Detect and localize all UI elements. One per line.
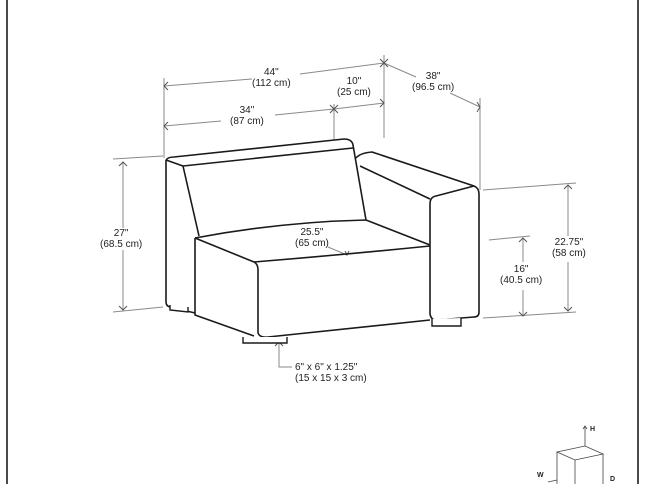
seat-width-label: 34" (87 cm): [230, 105, 264, 127]
arm-height-label: 22.75" (58 cm): [552, 237, 586, 259]
arm-height-imperial: 22.75": [554, 237, 584, 248]
axis-cube-icon: [547, 425, 605, 484]
arm-width-metric: (25 cm): [337, 87, 371, 98]
arm-width-imperial: 10": [346, 76, 362, 87]
seat-depth-label: 25.5" (65 cm): [295, 227, 329, 249]
seat-width-metric: (87 cm): [230, 116, 264, 127]
seat-width-imperial: 34": [239, 105, 255, 116]
dimension-arrows: [118, 58, 573, 347]
depth-label: 38" (96.5 cm): [412, 71, 454, 93]
depth-imperial: 38": [425, 71, 441, 82]
overall-width-label: 44" (112 cm): [252, 67, 291, 89]
sofa-outline: [165, 138, 480, 338]
frame-border-right: [637, 0, 639, 484]
overall-width-metric: (112 cm): [252, 78, 291, 89]
height-metric: (68.5 cm): [100, 239, 143, 250]
height-imperial: 27": [113, 228, 129, 239]
seat-depth-imperial: 25.5": [300, 227, 324, 238]
sofa-legs: [169, 305, 462, 344]
overall-width-imperial: 44": [264, 67, 279, 78]
axis-label-h: H: [590, 426, 596, 433]
leg-size-metric: (15 x 15 x 3 cm): [295, 373, 367, 384]
axis-label-d: D: [610, 476, 616, 483]
seat-height-label: 16" (40.5 cm): [500, 264, 542, 286]
arm-width-label: 10" (25 cm): [337, 76, 371, 98]
arm-height-metric: (58 cm): [552, 248, 586, 259]
seat-depth-metric: (65 cm): [295, 238, 329, 249]
seat-height-metric: (40.5 cm): [500, 275, 543, 286]
leg-size-imperial: 6" x 6" x 1.25": [295, 362, 358, 373]
seat-height-imperial: 16": [513, 264, 529, 275]
depth-metric: (96.5 cm): [412, 82, 455, 93]
frame-border-left: [6, 0, 8, 484]
leg-size-label: 6" x 6" x 1.25" (15 x 15 x 3 cm): [295, 362, 367, 384]
height-label: 27" (68.5 cm): [100, 228, 142, 250]
axis-label-w: W: [537, 472, 544, 479]
